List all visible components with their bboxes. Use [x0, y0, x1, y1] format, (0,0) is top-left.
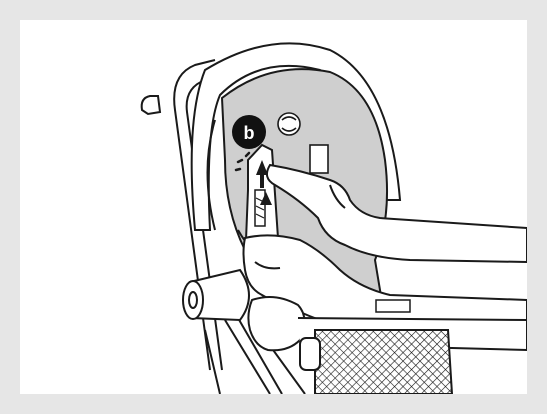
- callout-badge: b: [232, 115, 266, 149]
- frame-hinge: [183, 270, 249, 320]
- stroller-harness-illustration: b: [20, 20, 527, 394]
- illustration-panel: b: [20, 20, 527, 394]
- harness-strap: [246, 145, 278, 240]
- brand-emblem: [278, 113, 300, 135]
- callout-label: b: [244, 123, 255, 143]
